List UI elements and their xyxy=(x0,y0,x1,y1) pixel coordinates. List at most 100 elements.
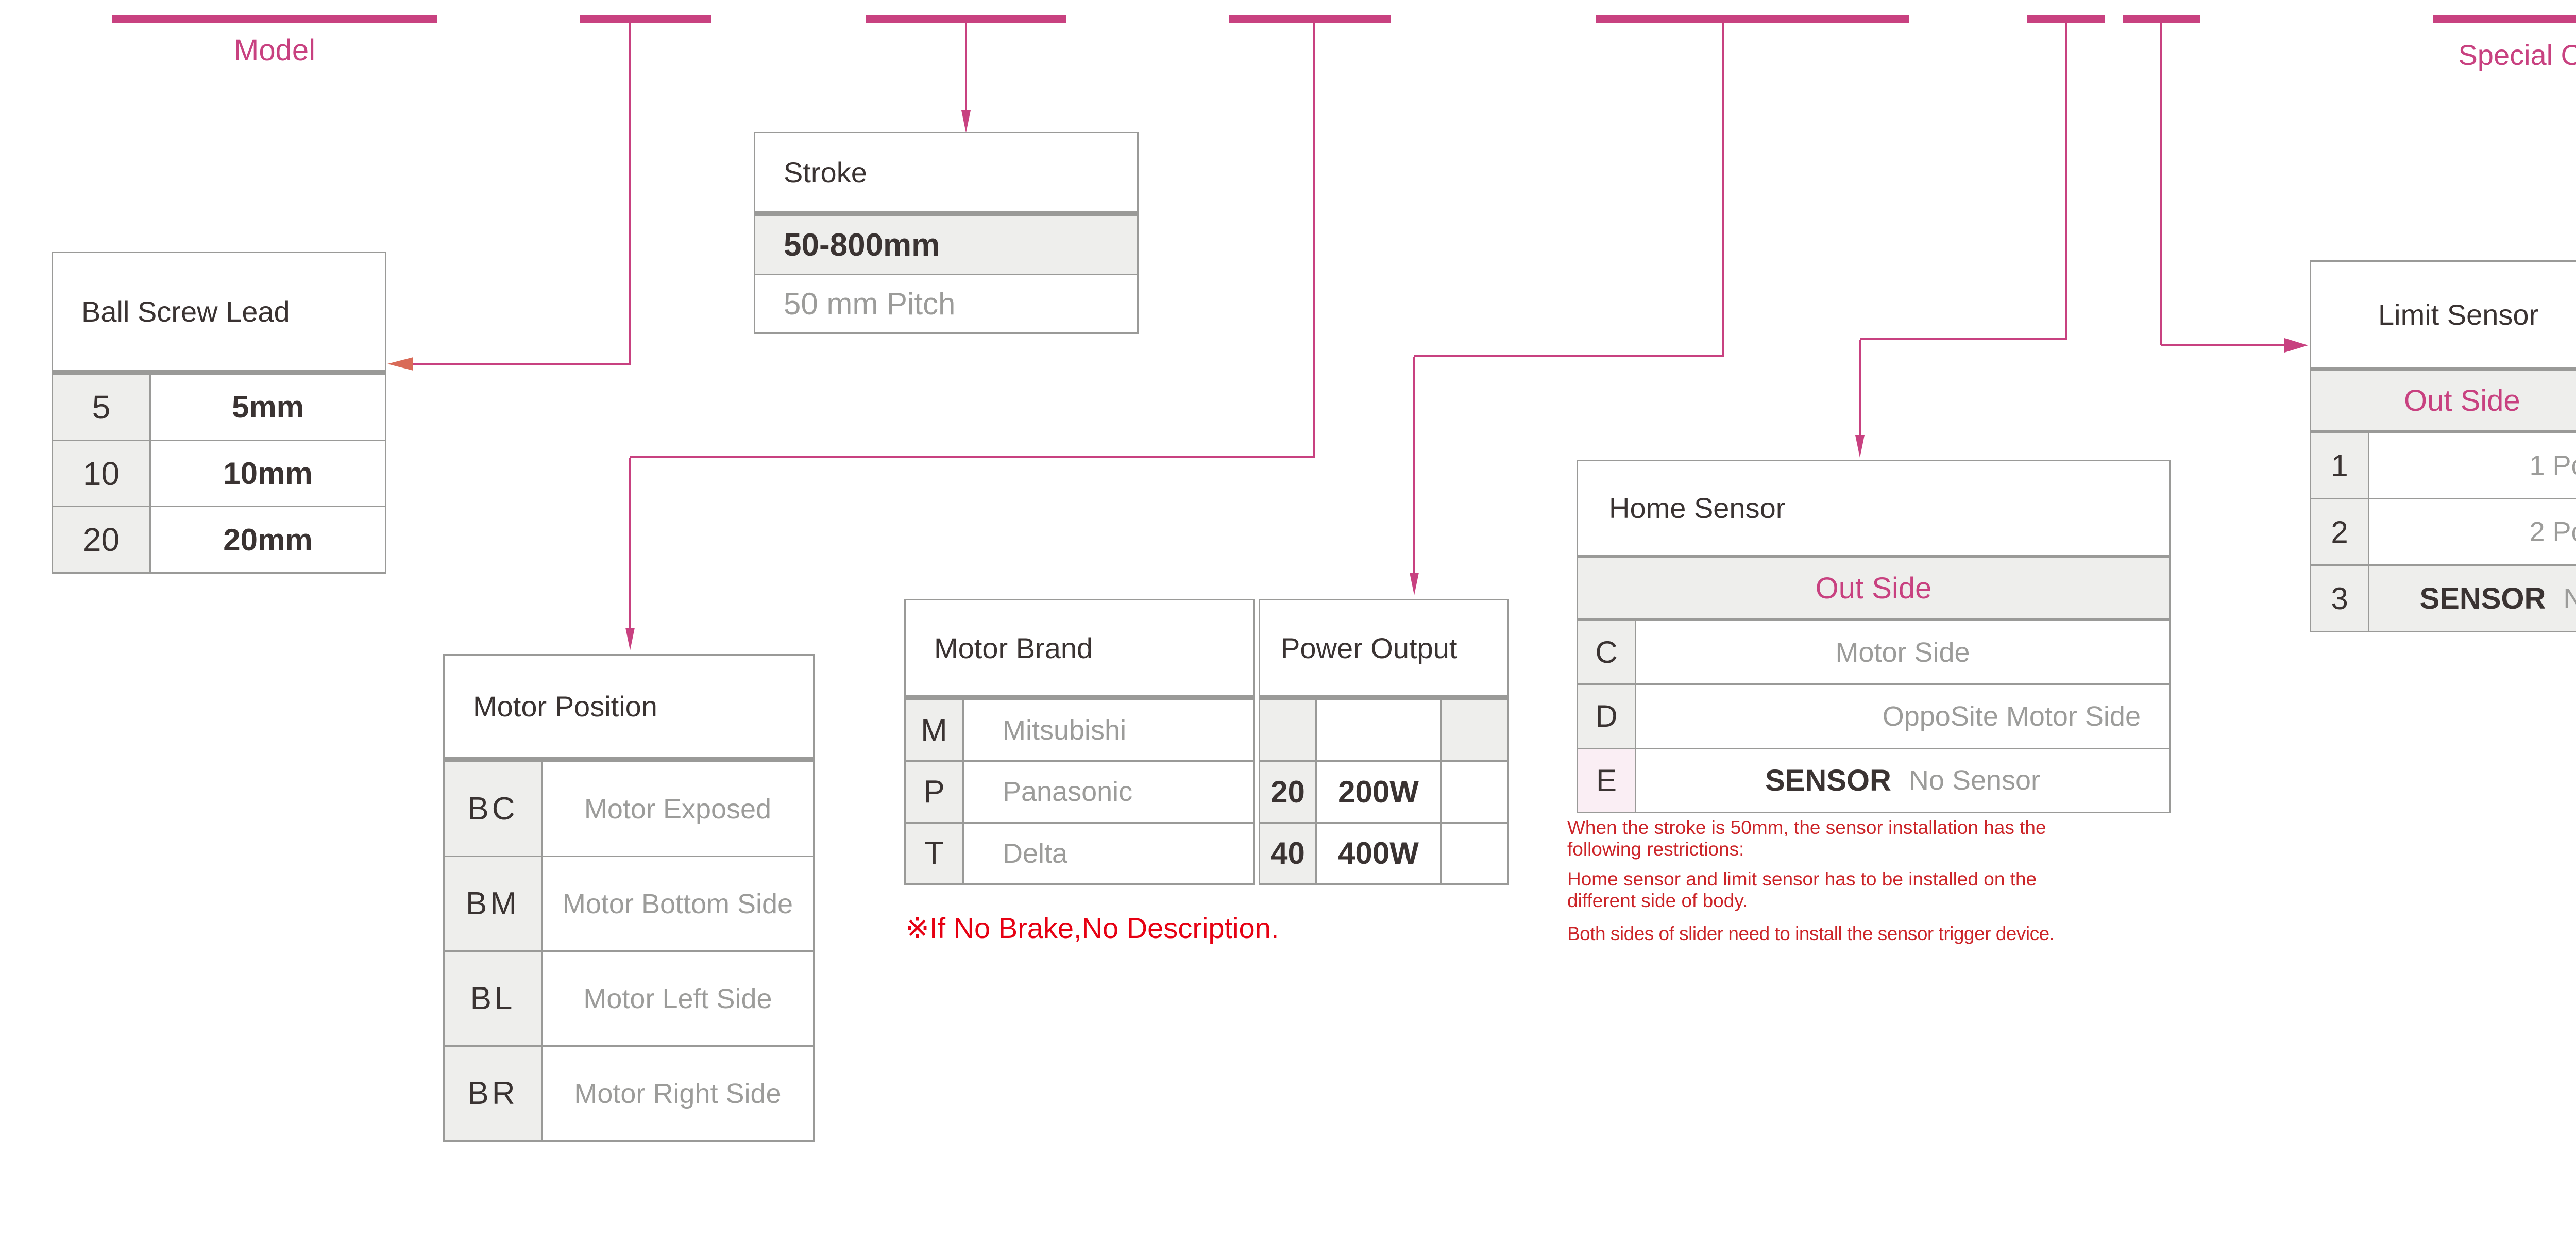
sensor-restriction-notes: When the stroke is 50mm, the sensor inst… xyxy=(1567,817,2072,953)
connector-line xyxy=(1414,355,1724,357)
power-output-table: Power Output 20 200W 40 400W xyxy=(1259,599,1509,885)
option-desc: Motor Bottom Side xyxy=(562,888,793,919)
connector-line xyxy=(412,363,631,365)
connector-line xyxy=(2160,23,2162,345)
option-code: C xyxy=(1578,621,1636,684)
sensor-code-text: SENSOR xyxy=(1765,763,1891,797)
connector-line xyxy=(1859,340,1861,436)
option-desc: Delta xyxy=(1003,838,1068,869)
option-desc: Motor Left Side xyxy=(583,983,772,1014)
arrowhead-down-icon xyxy=(1410,573,1419,595)
power-code: 20 xyxy=(1260,762,1317,822)
option-code: D xyxy=(1578,685,1636,748)
model-label: Model xyxy=(234,34,315,67)
power-code: 40 xyxy=(1260,823,1317,883)
option-desc: 2 Pc xyxy=(2529,516,2576,547)
motor-position-tick xyxy=(1229,15,1391,23)
option-code: M xyxy=(906,700,964,761)
connector-line xyxy=(1860,338,2067,340)
arrowhead-down-icon xyxy=(961,110,971,133)
table-row: 40 400W xyxy=(1260,822,1507,883)
table-row: M Mitsubishi xyxy=(906,699,1253,761)
table-title: Motor Brand xyxy=(906,600,1253,699)
option-desc: Panasonic xyxy=(1003,776,1133,808)
option-desc: 5mm xyxy=(231,390,304,425)
table-row: C Motor Side xyxy=(1578,620,2169,684)
connector-line xyxy=(1313,23,1315,457)
out-side-subheader: Out Side xyxy=(1578,558,2169,620)
table-title: Stroke xyxy=(755,133,1137,215)
special-order-tick xyxy=(2433,15,2576,23)
stroke-pitch: 50 mm Pitch xyxy=(784,287,956,321)
option-desc: 1 Pc xyxy=(2529,450,2576,481)
note-paragraph: Home sensor and limit sensor has to be i… xyxy=(1567,868,2037,911)
option-code: 2 xyxy=(2311,499,2369,564)
ball-screw-tick xyxy=(580,15,711,23)
home-sensor-tick xyxy=(2027,15,2105,23)
note-paragraph: When the stroke is 50mm, the sensor inst… xyxy=(1567,817,2046,860)
option-code: 10 xyxy=(53,441,151,506)
connector-line xyxy=(629,23,631,365)
table-row: T Delta xyxy=(906,822,1253,883)
option-code: E xyxy=(1578,749,1636,812)
connector-line xyxy=(2065,23,2067,339)
limit-sensor-tick xyxy=(2123,15,2200,23)
table-row xyxy=(1260,699,1507,761)
table-row: BR Motor Right Side xyxy=(445,1045,813,1140)
option-code: BL xyxy=(445,952,543,1045)
connector-line xyxy=(1722,23,1724,356)
note-paragraph: Both sides of slider need to install the… xyxy=(1567,923,2055,944)
brake-note: ※If No Brake,No Description. xyxy=(905,912,1279,944)
option-desc: Motor Side xyxy=(1835,637,1970,668)
arrowhead-left-icon xyxy=(387,357,413,371)
connector-line xyxy=(630,456,1315,458)
stroke-table: Stroke 50-800mm 50 mm Pitch xyxy=(754,132,1139,334)
option-desc: SENSOR No Sensor xyxy=(1636,749,2169,812)
table-row: 20 20mm xyxy=(53,506,385,573)
option-desc: Motor Right Side xyxy=(574,1078,782,1109)
table-row: 1 1 Pc xyxy=(2311,431,2576,498)
option-code: P xyxy=(906,762,964,822)
option-code: T xyxy=(906,823,964,883)
option-desc: 20mm xyxy=(223,522,313,557)
table-row: 3 SENSOR No Sensor xyxy=(2311,564,2576,631)
table-title: Limit Sensor xyxy=(2311,262,2576,371)
table-row: 50 mm Pitch xyxy=(755,274,1137,332)
arrowhead-down-icon xyxy=(625,628,635,650)
option-desc: Motor Exposed xyxy=(584,793,772,825)
option-desc: SENSOR No Sensor xyxy=(2369,566,2576,631)
table-row: 10 10mm xyxy=(53,439,385,506)
table-row: E SENSOR No Sensor xyxy=(1578,747,2169,812)
power-extra-cell xyxy=(1442,824,1507,883)
table-title: Home Sensor xyxy=(1578,461,2169,558)
power-watt: 400W xyxy=(1317,823,1442,883)
option-code: BM xyxy=(445,857,543,950)
motor-brand-table: Motor Brand M Mitsubishi P Panasonic T D… xyxy=(904,599,1255,885)
power-extra-cell xyxy=(1442,762,1507,822)
table-row: 2 2 Pc xyxy=(2311,498,2576,564)
connector-line xyxy=(1413,357,1415,573)
table-row: D OppoSite Motor Side xyxy=(1578,683,2169,748)
connector-line xyxy=(2161,344,2286,346)
stroke-range: 50-800mm xyxy=(784,227,940,263)
table-row: 50-800mm xyxy=(755,215,1137,274)
option-desc: OppoSite Motor Side xyxy=(1882,700,2141,732)
option-code: BR xyxy=(445,1047,543,1140)
option-code: 5 xyxy=(53,375,151,440)
table-title: Power Output xyxy=(1260,600,1507,699)
table-title: Motor Position xyxy=(445,656,813,761)
home-sensor-table: Home Sensor Out Side C Motor Side D Oppo… xyxy=(1577,460,2171,813)
option-code: BC xyxy=(445,762,543,856)
power-watt: 200W xyxy=(1317,762,1442,822)
power-watt xyxy=(1317,700,1442,761)
table-row: BL Motor Left Side xyxy=(445,950,813,1045)
stroke-tick xyxy=(866,15,1066,23)
option-code: 1 xyxy=(2311,433,2369,498)
out-side-subheader: Out Side xyxy=(2311,371,2576,431)
table-row: P Panasonic xyxy=(906,760,1253,822)
ball-screw-lead-table: Ball Screw Lead 5 5mm 10 10mm 20 20mm xyxy=(52,252,386,574)
table-row: BM Motor Bottom Side xyxy=(445,856,813,950)
no-sensor-text: No Sensor xyxy=(2563,583,2576,614)
no-sensor-text: No Sensor xyxy=(1908,765,2041,796)
